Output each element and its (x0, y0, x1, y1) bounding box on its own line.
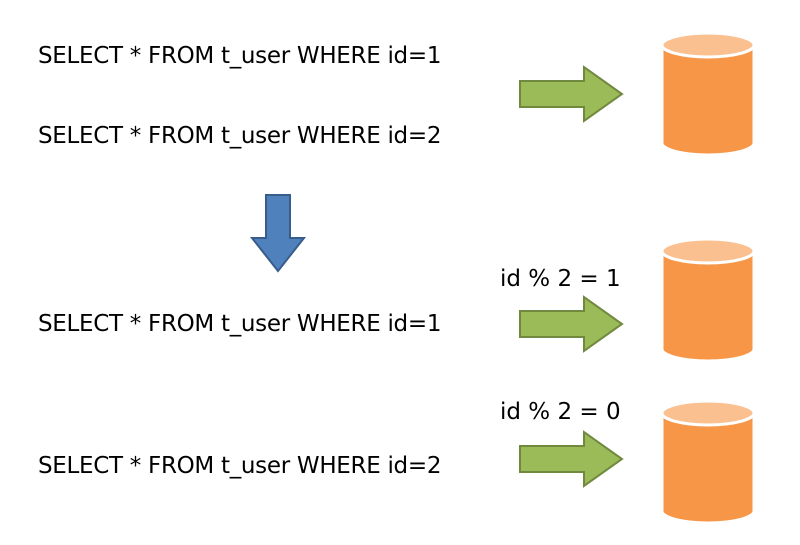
top-query-1: SELECT * FROM t_user WHERE id=1 (38, 43, 442, 69)
bottom-query-1: SELECT * FROM t_user WHERE id=1 (38, 311, 442, 337)
condition-odd: id % 2 = 1 (500, 266, 621, 292)
blue-down-arrow (249, 194, 307, 273)
bottom-query-2: SELECT * FROM t_user WHERE id=2 (38, 453, 442, 479)
database-cylinder-shard-1 (660, 237, 756, 363)
green-right-arrow-shard-2 (519, 430, 624, 488)
database-cylinder-single (660, 31, 756, 157)
top-query-2: SELECT * FROM t_user WHERE id=2 (38, 123, 442, 149)
database-cylinder-shard-2 (660, 399, 756, 525)
green-right-arrow-shard-1 (519, 295, 624, 353)
condition-even: id % 2 = 0 (500, 399, 621, 425)
green-right-arrow-top (519, 65, 624, 123)
